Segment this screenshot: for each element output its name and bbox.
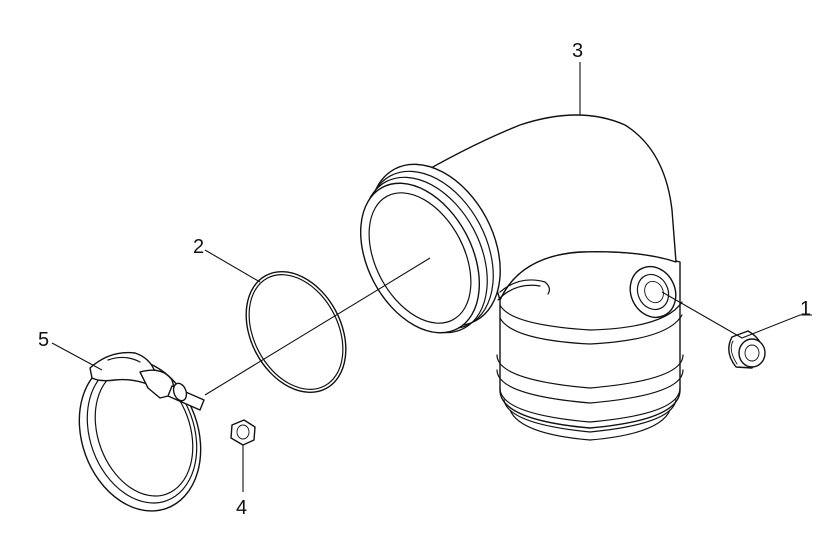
callout-5: 5	[38, 329, 49, 351]
v-band-clamp-part-5	[78, 351, 205, 512]
callout-4: 4	[236, 497, 247, 519]
nut-part-4	[230, 419, 256, 446]
callout-1: 1	[800, 298, 811, 320]
leader-line-2	[204, 249, 261, 283]
assembly-axis-line	[204, 257, 431, 396]
plug-part-1	[728, 330, 766, 369]
leader-line-5	[51, 342, 103, 371]
elbow-pipe-part-3	[359, 114, 684, 441]
leader-line-1	[661, 291, 812, 339]
callout-3: 3	[572, 40, 583, 62]
callout-2: 2	[193, 236, 204, 258]
o-ring-part-2	[245, 270, 347, 394]
